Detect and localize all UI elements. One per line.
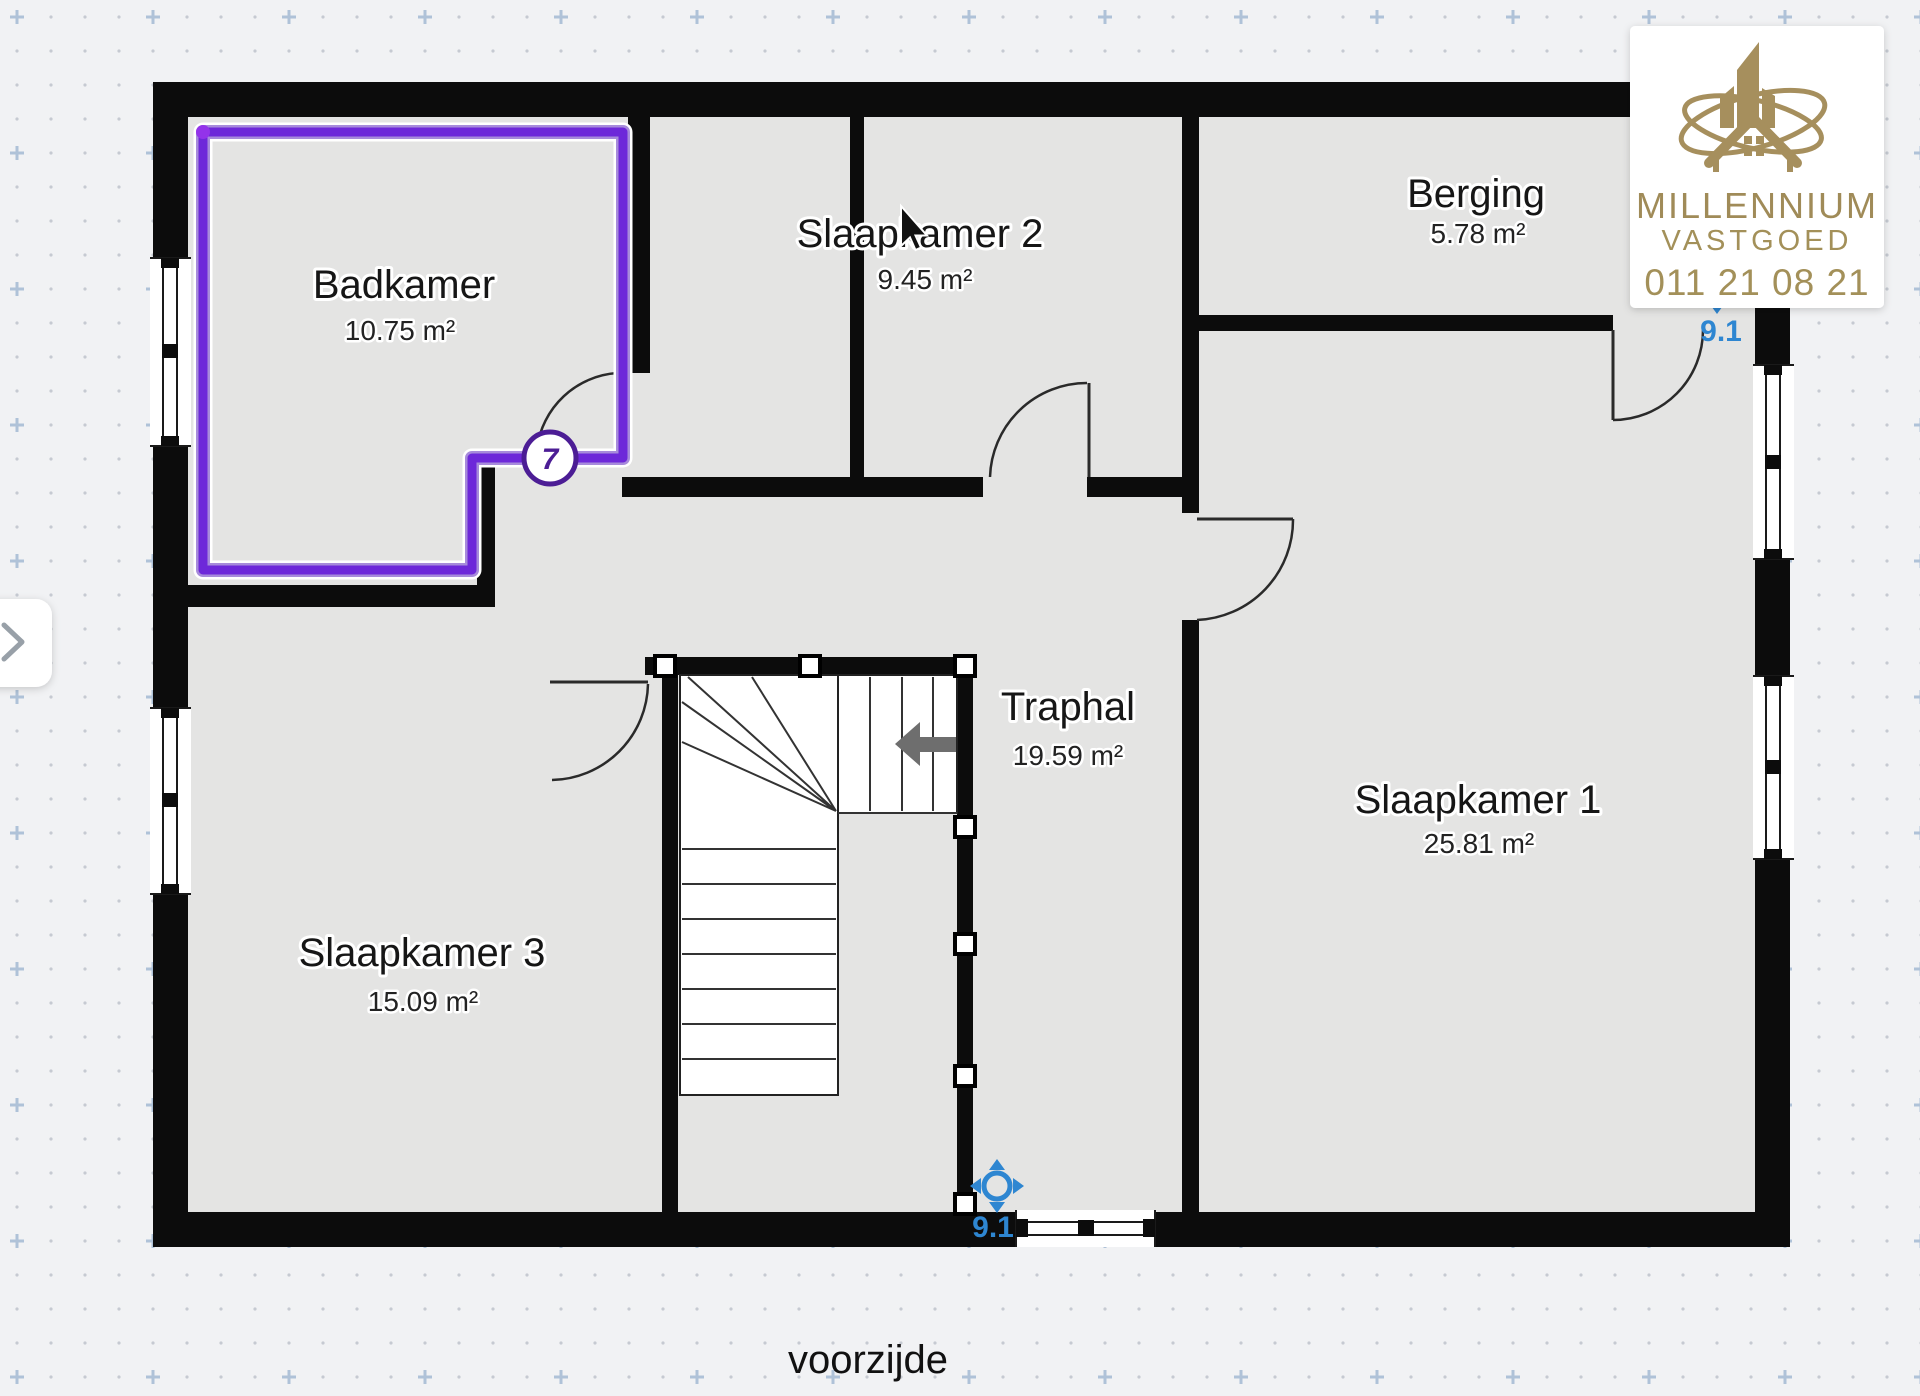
wall-slaapkamer2-west[interactable] — [850, 117, 864, 478]
room-area: 25.81 m² — [1424, 828, 1535, 859]
room-area: 5.78 m² — [1431, 218, 1526, 249]
window-tag-bottom[interactable]: 9.1 — [972, 1211, 1014, 1244]
room-area: 15.09 m² — [368, 986, 479, 1017]
chevron-right-icon — [1, 622, 25, 662]
wall-left[interactable] — [153, 82, 188, 1247]
wall-handle[interactable] — [653, 654, 677, 678]
wall-badkamer-south[interactable] — [188, 585, 477, 607]
wall-handle[interactable] — [953, 1192, 977, 1216]
window-tag-top[interactable]: 9.1 — [1700, 315, 1742, 348]
staircase[interactable] — [679, 674, 958, 1096]
wall-handle[interactable] — [953, 1064, 977, 1088]
window-left-upper[interactable] — [150, 257, 191, 447]
badkamer-selection-outline[interactable] — [193, 122, 633, 580]
window-bottom[interactable] — [1015, 1210, 1156, 1247]
door-number-label: 7 — [542, 443, 560, 476]
room-label: Berging — [1407, 172, 1545, 216]
door-slaapkamer1-arc — [1196, 518, 1295, 622]
wall-handle[interactable] — [953, 815, 977, 839]
wall-bottom[interactable] — [153, 1212, 1790, 1247]
door-number-badge[interactable]: 7 — [521, 429, 579, 487]
windows[interactable] — [150, 257, 1794, 1247]
wall-hall-north-b[interactable] — [1087, 477, 1198, 497]
door-slaapkamer3-arc — [551, 683, 650, 782]
interior-walls[interactable] — [188, 117, 1613, 1247]
wall-slaapkamer3-east[interactable] — [662, 657, 678, 1247]
expand-panel-button[interactable] — [0, 599, 52, 687]
room-labels: Badkamer 10.75 m² Slaapkamer 2 9.45 m² B… — [296, 169, 1605, 1020]
logo-subtitle: VASTGOED — [1662, 225, 1853, 257]
window-right-lower[interactable] — [1753, 675, 1794, 860]
door-slaapkamer2-arc — [988, 381, 1088, 478]
room-label: Slaapkamer 3 — [299, 931, 546, 975]
millennium-logo-icon — [1678, 42, 1828, 172]
wall-hall-north-a[interactable] — [622, 477, 983, 497]
plan-caption: voorzijde — [788, 1338, 948, 1382]
stair-direction-arrow — [895, 722, 956, 766]
logo-name: MILLENNIUM — [1636, 185, 1878, 226]
room-label: Traphal — [1001, 685, 1135, 729]
logo-card: MILLENNIUM VASTGOED 011 21 08 21 — [1630, 26, 1884, 308]
logo-phone: 011 21 08 21 — [1644, 262, 1869, 303]
room-area: 19.59 m² — [1013, 740, 1124, 771]
selection-vertex-dot[interactable] — [196, 125, 210, 139]
wall-badkamer-east[interactable] — [628, 117, 650, 373]
outer-walls[interactable] — [153, 82, 1790, 1247]
room-label: Badkamer — [313, 263, 495, 307]
room-label: Slaapkamer 1 — [1355, 778, 1602, 822]
wall-top[interactable] — [153, 82, 1790, 117]
room-area: 10.75 m² — [345, 315, 456, 346]
window-right-upper[interactable] — [1753, 364, 1794, 560]
room-area: 9.45 m² — [878, 264, 973, 295]
wall-handle[interactable] — [798, 654, 822, 678]
item-marker-bottom[interactable] — [970, 1159, 1024, 1213]
wall-berging-south[interactable] — [1190, 315, 1613, 331]
wall-handle[interactable] — [953, 654, 977, 678]
door-berging-arc — [1612, 329, 1705, 422]
wall-handles[interactable] — [653, 654, 977, 1216]
window-left-lower[interactable] — [150, 707, 191, 895]
wall-handle[interactable] — [953, 932, 977, 956]
mouse-cursor-icon — [900, 203, 930, 252]
wall-slaapkamer1-west[interactable] — [1182, 620, 1199, 1247]
